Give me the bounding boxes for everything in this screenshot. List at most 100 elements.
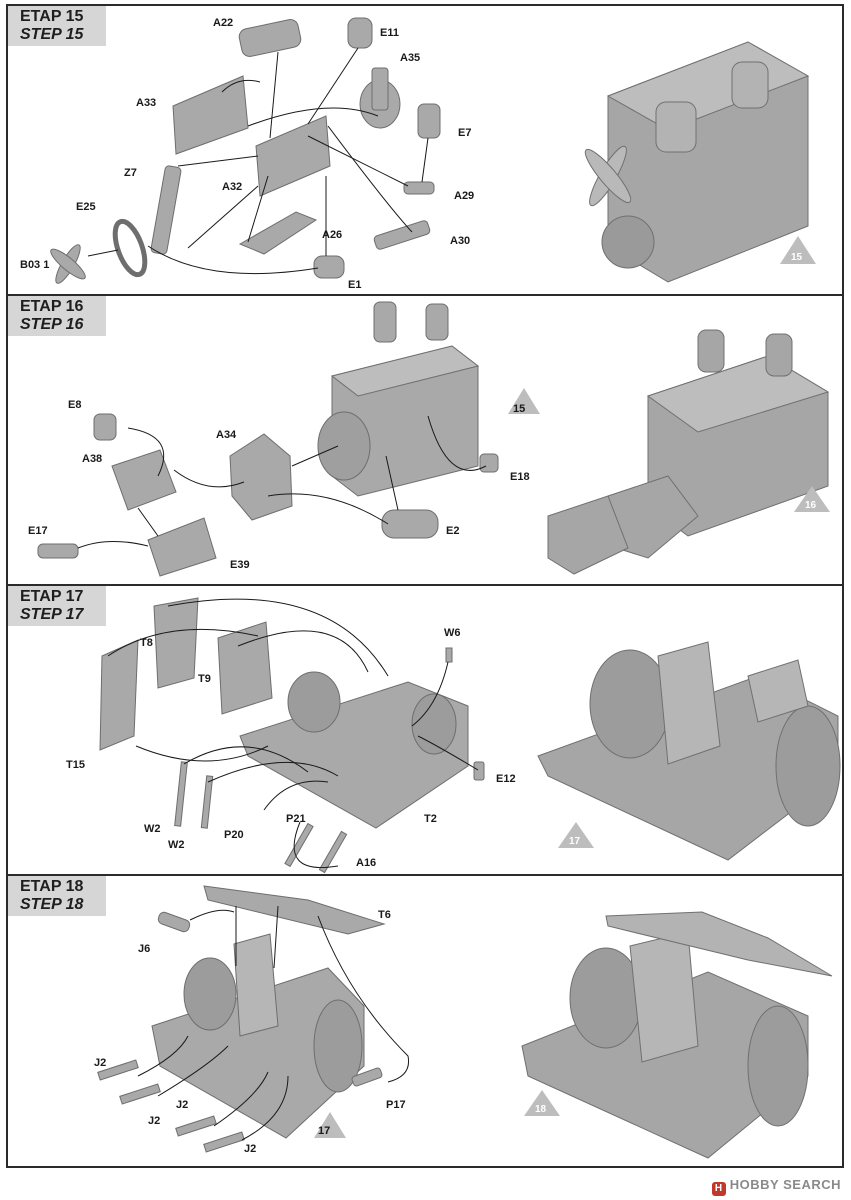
label-e12: E12 [496,773,516,785]
step-title: STEP 17 [20,606,84,623]
step-badge-triangle [524,1090,560,1116]
label-a38: A38 [82,453,102,465]
part-e8 [93,413,117,441]
step-17-panel: ETAP 17 STEP 17 [6,584,844,876]
part-e12 [473,761,485,781]
label-e7: E7 [458,127,471,139]
part-e7 [417,103,441,139]
hobby-search-logo-icon: H [711,1182,726,1196]
label-a34: A34 [216,429,237,441]
part-w6 [445,647,453,663]
label-j2-a: J2 [94,1057,106,1069]
label-e11: E11 [380,27,399,39]
label-j2-d: J2 [244,1143,256,1155]
step-badge-triangle [558,822,594,848]
step-16-header: ETAP 16 STEP 16 [8,296,106,336]
label-t6: T6 [378,909,391,921]
assembled-floor-17 [537,641,841,861]
part-a32 [255,115,331,197]
label-w2-b: W2 [168,839,185,851]
part-p21 [284,822,314,868]
part-w2 [174,761,188,827]
part-a34 [229,433,293,521]
etap-title: ETAP 18 [20,878,84,895]
step-badge-triangle [794,486,830,512]
part-e17 [37,543,79,559]
label-a30: A30 [450,235,470,247]
part-a22 [238,19,302,57]
step-17-diagram: W6 T8 T9 T15 E12 W2 T2 W2 P20 P21 A16 17 [66,597,841,874]
step-16-panel: ETAP 16 STEP 16 [6,294,844,586]
step-badge-number: 18 [535,1104,547,1115]
label-e8: E8 [68,399,81,411]
part-e39 [147,517,217,577]
label-e1: E1 [348,279,361,291]
part-a16 [318,830,348,874]
step-title: STEP 18 [20,896,84,913]
part-z7 [150,165,182,255]
label-j2-b: J2 [148,1115,160,1127]
step-badge-number: 17 [569,836,581,847]
step-badge-number: 15 [791,252,803,263]
label-a32: A32 [222,181,242,193]
part-e11 [347,17,373,49]
ref-badge-triangle [314,1112,346,1138]
part-a33 [172,75,249,155]
part-a26 [238,211,318,255]
part-j6 [157,911,191,933]
label-t2: T2 [424,813,437,825]
label-b03: B03 1 [20,259,49,271]
ref-badge-number: 15 [513,403,525,415]
step-18-header: ETAP 18 STEP 18 [8,876,106,916]
label-e18: E18 [510,471,530,483]
label-t8: T8 [140,637,153,649]
label-j2-c: J2 [176,1099,188,1111]
label-e17: E17 [28,525,48,537]
step-18-diagram: T6 J6 J2 J2 J2 P17 J2 17 18 [94,885,833,1159]
part-t8 [153,597,199,689]
ref-badge-triangle [508,388,540,414]
part-a30 [373,220,431,250]
ref-badge-number: 17 [318,1125,330,1137]
part-t15 [99,639,139,751]
label-e25: E25 [76,201,96,213]
part-e18 [479,453,499,473]
part-p17 [351,1067,383,1087]
label-e39: E39 [230,559,250,571]
label-p20: P20 [224,829,244,841]
watermark-text: HOBBY SEARCH [729,1177,841,1192]
label-a29: A29 [454,190,474,202]
label-a35: A35 [400,52,420,64]
label-z7: Z7 [124,167,137,179]
label-a16: A16 [356,857,376,869]
label-w6: W6 [444,627,461,639]
label-a26: A26 [322,229,342,241]
label-j6: J6 [138,943,150,955]
step-badge-number: 16 [805,500,817,511]
etap-title: ETAP 15 [20,8,84,25]
part-e2 [381,509,439,539]
part-t6 [203,885,386,935]
label-e2: E2 [446,525,459,537]
etap-title: ETAP 16 [20,298,84,315]
label-a22: A22 [213,17,233,29]
step-17-header: ETAP 17 STEP 17 [8,586,106,626]
part-e25 [112,218,148,278]
step-badge-triangle [780,236,816,264]
step-18-panel: ETAP 18 STEP 18 [6,874,844,1168]
part-a29 [403,181,435,195]
label-w2-a: W2 [144,823,161,835]
step-15-diagram: A22 E11 A35 A33 E7 Z7 A32 A29 E25 A26 A3… [20,17,816,291]
etap-title: ETAP 17 [20,588,84,605]
assembled-engine-16 [547,329,830,575]
label-p17: P17 [386,1099,406,1111]
step-15-header: ETAP 15 STEP 15 [8,6,106,46]
step-15-panel: ETAP 15 STEP 15 [6,4,844,296]
step-16-diagram: E8 A34 A38 E18 E17 E39 E2 15 16 [28,301,830,577]
label-t9: T9 [198,673,211,685]
step-title: STEP 15 [20,26,84,43]
label-a33: A33 [136,97,156,109]
part-t9 [217,621,273,715]
step-title: STEP 16 [20,316,84,333]
